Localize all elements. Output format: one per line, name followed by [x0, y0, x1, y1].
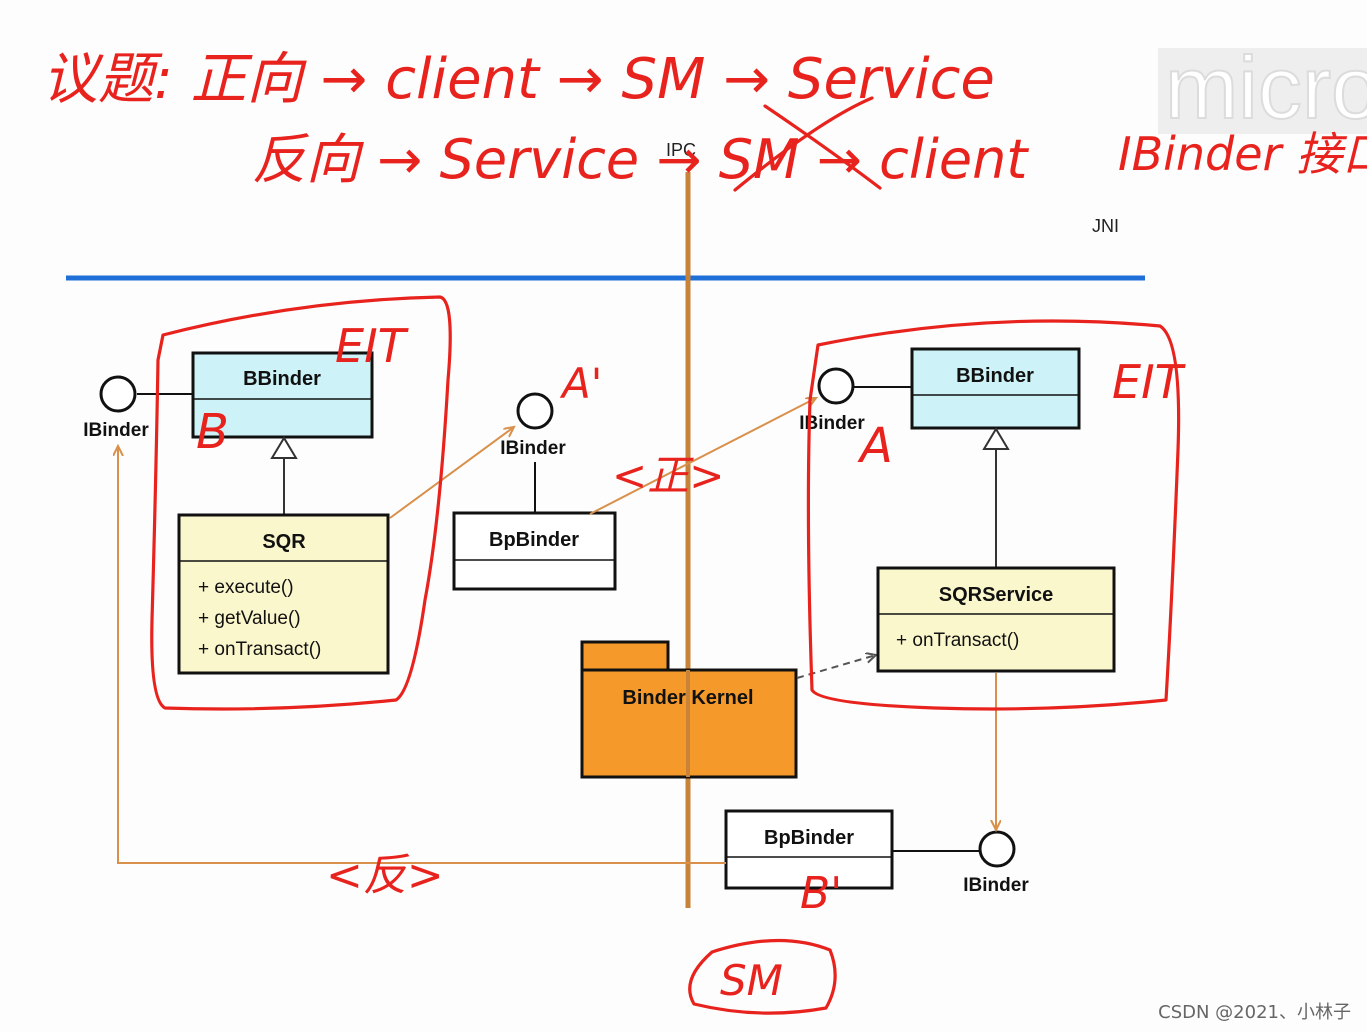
sqr-class-box: SQR + execute() + getValue() + onTransac…	[177, 513, 390, 675]
handwriting-topic-reverse: 反向 → Service → SM → client	[252, 128, 1029, 191]
reverse-callback-arrow	[118, 446, 726, 864]
ipc-label: IPC	[666, 140, 696, 160]
bpbinder-to-right-ibinder-arrow	[589, 398, 816, 515]
faded-logo: micro	[1158, 37, 1367, 138]
handwriting-topic-forward: 议题: 正向 → client → SM → Service	[42, 47, 995, 112]
sm-ink-enclosure	[688, 938, 837, 1015]
right-inheritance-triangle	[982, 427, 1010, 450]
right-ink-enclosure	[806, 319, 1181, 711]
strike-mark-1	[733, 96, 874, 192]
bottom-ibinder-lollipop	[978, 830, 1016, 868]
left-ink-enclosure	[150, 295, 452, 711]
right-bbinder-title: BBinder	[956, 365, 1034, 387]
handwriting-ibinder-note: IBinder 接口	[1118, 127, 1367, 181]
middle-bpbinder-title: BpBinder	[489, 529, 579, 551]
left-ibinder-lollipop	[99, 375, 137, 413]
handwriting-eit-right: EIT	[1112, 355, 1187, 409]
sqr-to-ibinder-arrow	[389, 427, 514, 519]
left-bbinder-box: BBinder	[191, 351, 374, 439]
kernel-dispatch-arrow	[796, 655, 876, 679]
bottom-bpbinder-title: BpBinder	[764, 827, 854, 849]
handwriting-b-mark: B	[196, 404, 229, 460]
jni-label: JNI	[1092, 216, 1119, 236]
sqr-title: SQR	[262, 531, 306, 553]
left-bbinder-title: BBinder	[243, 368, 321, 390]
binder-kernel-package: Binder Kernel	[580, 640, 798, 779]
right-ibinder-lollipop	[817, 367, 855, 405]
csdn-watermark: CSDN @2021、小林子	[1158, 1002, 1351, 1023]
middle-ibinder-label: IBinder	[500, 438, 566, 459]
handwriting-eit-left: EIT	[335, 319, 410, 373]
binder-kernel-label: Binder Kernel	[622, 687, 753, 709]
left-inheritance-triangle	[270, 436, 298, 459]
faded-logo-text: micro	[1165, 38, 1367, 137]
handwriting-reverse-mark: <反>	[326, 850, 444, 901]
right-bbinder-box: BBinder	[910, 347, 1081, 430]
strike-mark-2	[763, 104, 882, 190]
handwriting-layer: 议题: 正向 → client → SM → Service 反向 → Serv…	[42, 47, 1367, 1015]
sqr-method-execute: + execute()	[198, 577, 294, 598]
bottom-bpbinder-box: BpBinder	[724, 809, 894, 890]
handwriting-a-mark: A	[857, 418, 893, 474]
middle-bpbinder-box: BpBinder	[452, 511, 617, 591]
right-ibinder-label: IBinder	[799, 413, 865, 434]
middle-ibinder-lollipop	[516, 392, 554, 430]
sqr-method-getvalue: + getValue()	[198, 608, 301, 629]
bottom-ibinder-label: IBinder	[963, 875, 1029, 896]
handwriting-a-prime: A'	[559, 359, 602, 408]
sqr-method-ontransact: + onTransact()	[198, 639, 321, 660]
handwriting-forward-mark: <正>	[612, 451, 724, 500]
handwriting-sm-mark: SM	[720, 956, 783, 1005]
sqrservice-title: SQRService	[939, 584, 1054, 606]
left-ibinder-label: IBinder	[83, 420, 149, 441]
sqrservice-method-ontransact: + onTransact()	[896, 630, 1019, 651]
handwriting-b-prime: B'	[800, 868, 842, 919]
sqrservice-class-box: SQRService + onTransact()	[876, 566, 1116, 673]
